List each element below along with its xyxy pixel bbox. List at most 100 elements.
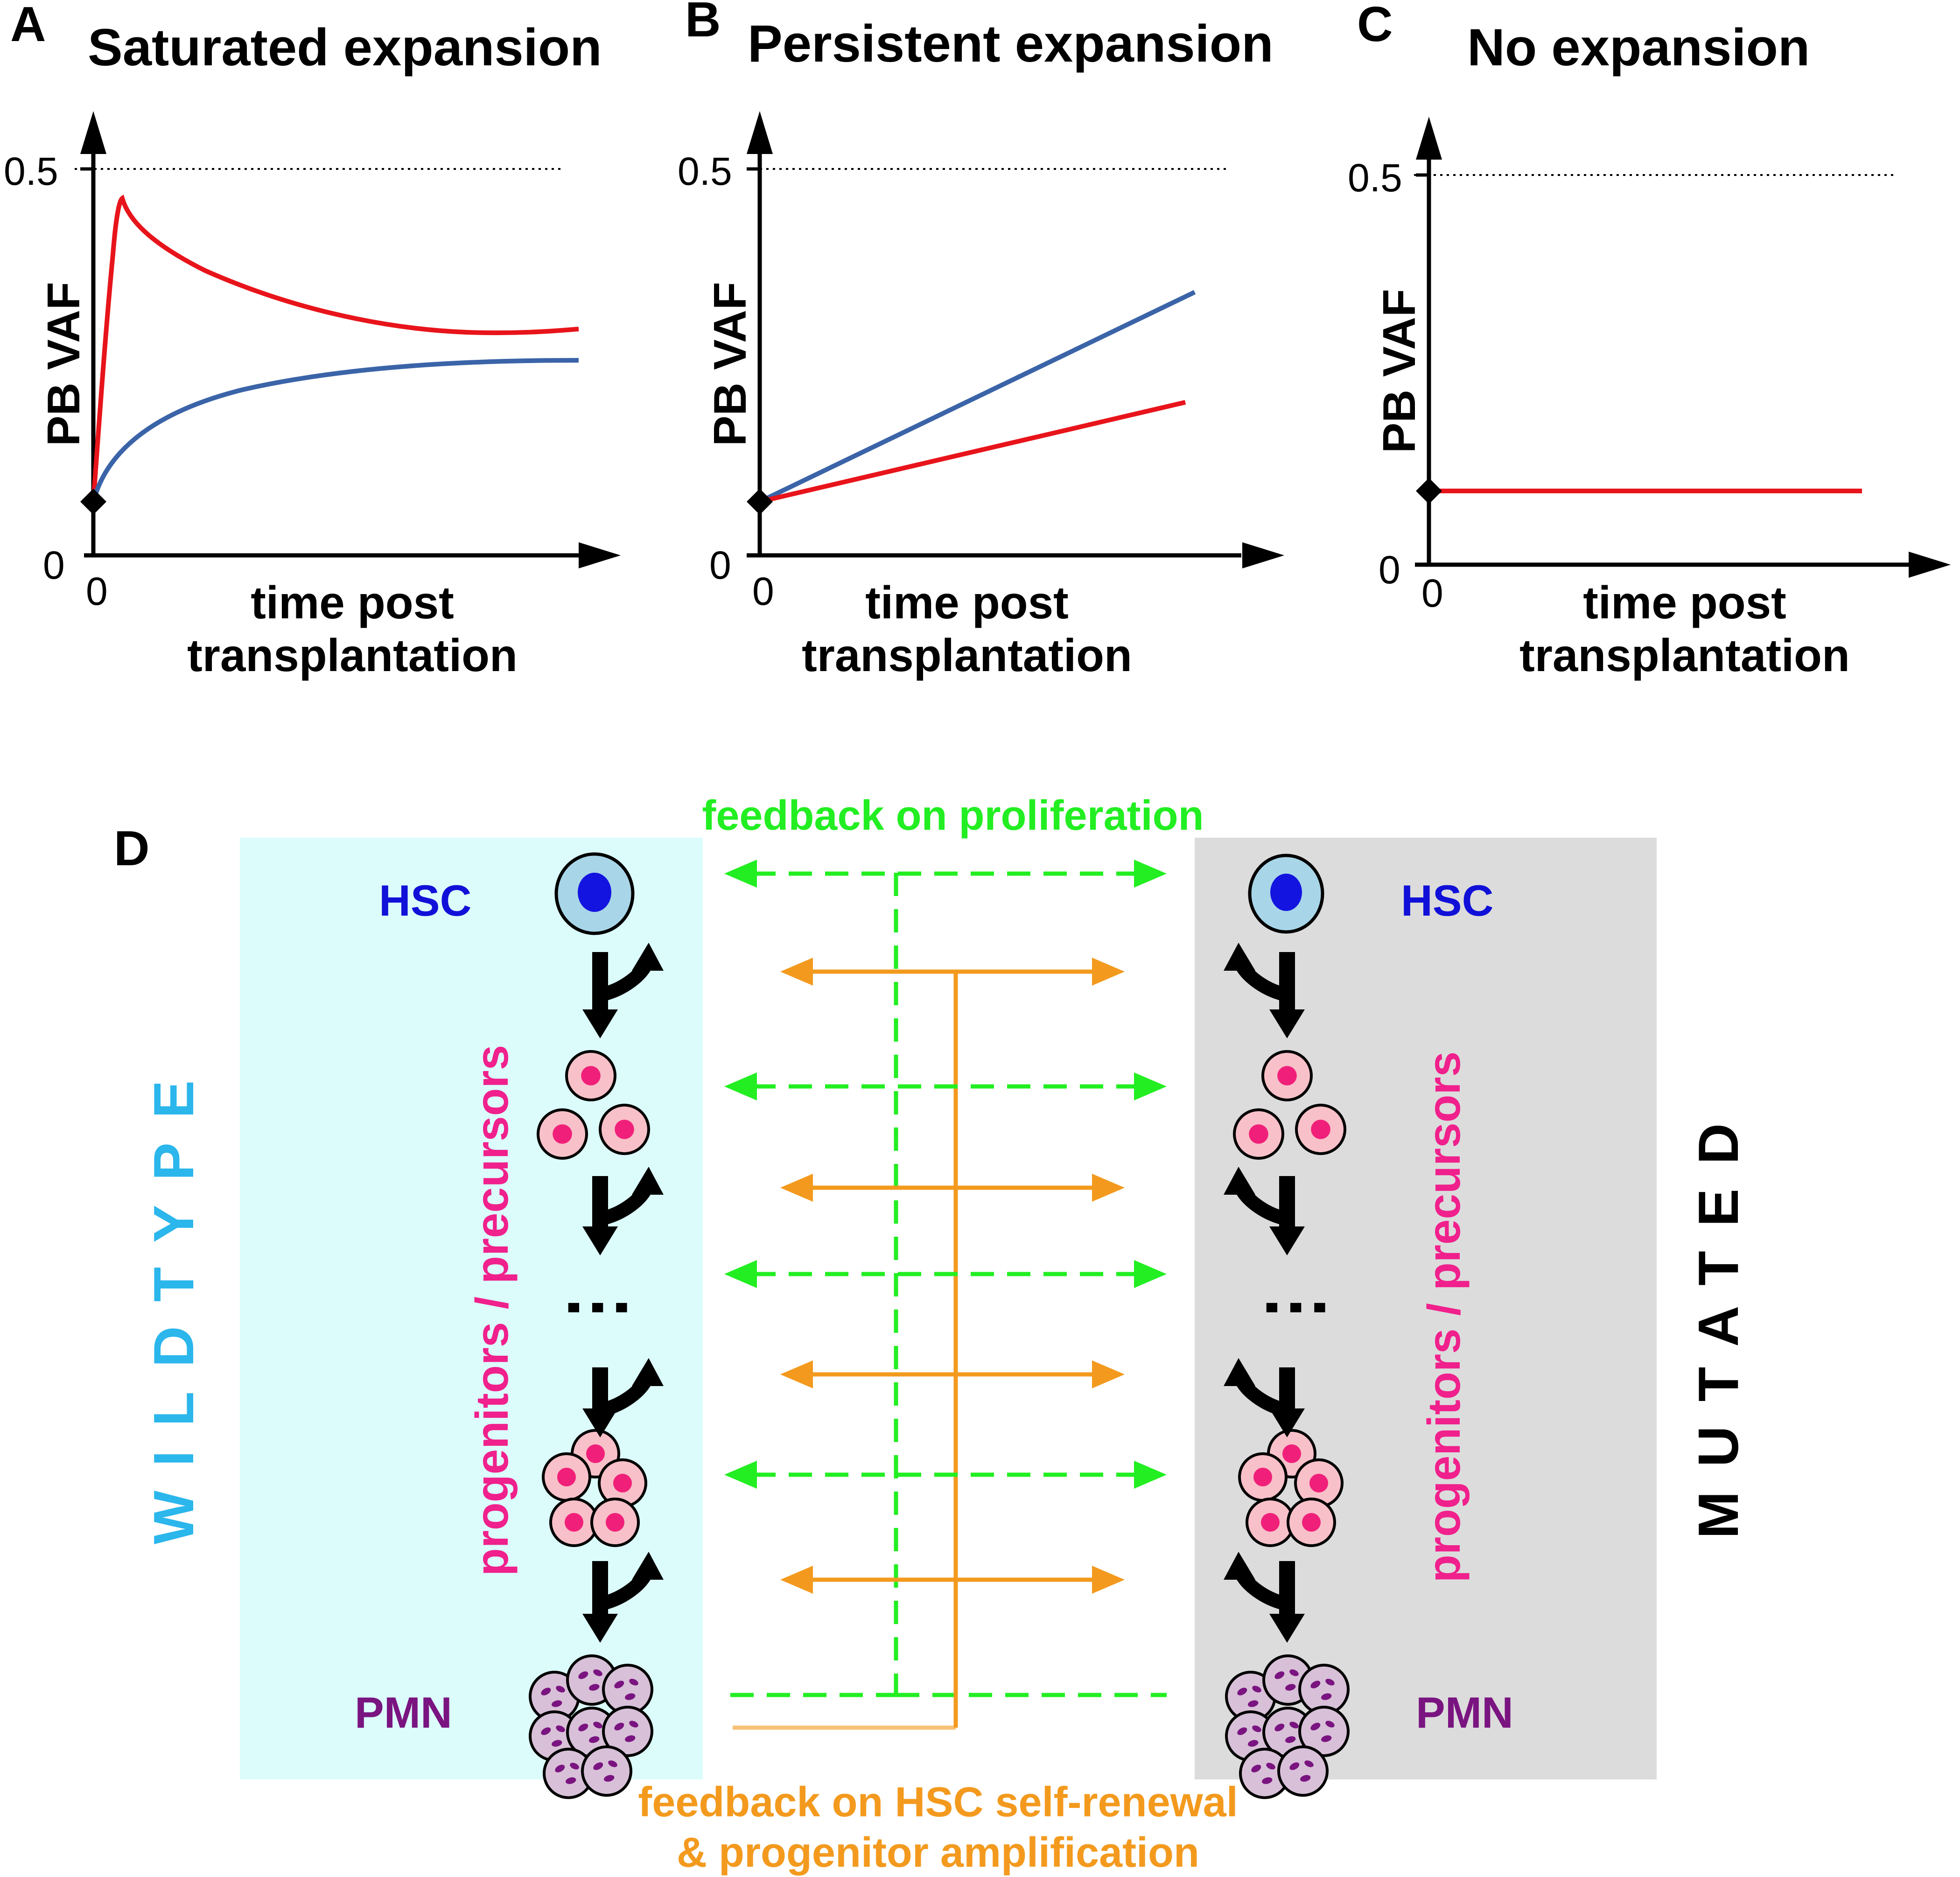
- nucleus-lobe: [1325, 1679, 1335, 1686]
- y-tick-label-zero: 0: [43, 543, 65, 587]
- cell-body: [602, 1706, 653, 1757]
- arrow-head-left: [724, 1461, 757, 1489]
- progenitor-cell: [599, 1104, 650, 1155]
- cell-nucleus: [1249, 1124, 1268, 1144]
- arrow-head-left: [780, 1360, 813, 1388]
- arrow-head-left: [780, 958, 813, 986]
- cell-nucleus: [1277, 1066, 1297, 1086]
- stage-1-cluster: [1233, 1050, 1346, 1160]
- panel-letter-c: C: [1357, 0, 1393, 52]
- cell-nucleus: [581, 1066, 601, 1086]
- proliferation-arrow-4: [724, 1461, 1167, 1489]
- progenitors-label-left: progenitors / precursors: [466, 1045, 518, 1576]
- arrow-head-right: [1092, 1360, 1125, 1388]
- x-tick-label-zero: 0: [86, 569, 108, 613]
- nucleus-lobe: [593, 1722, 602, 1729]
- progenitor-cell: [565, 1050, 616, 1101]
- nucleus-lobe: [1310, 1681, 1321, 1688]
- renewal-arrow-4: [780, 1566, 1125, 1594]
- nucleus-lobe: [1304, 1760, 1314, 1767]
- panel-letter-b: B: [685, 0, 721, 47]
- feedback-renewal-label-line2: & progenitor amplification: [677, 1829, 1199, 1876]
- panel-a: A Saturated expansion 0.5 0 0 PB VAF tim…: [4, 0, 621, 681]
- nucleus-lobe: [1266, 1763, 1275, 1770]
- x-axis-arrowhead: [1242, 542, 1284, 568]
- cell-nucleus: [557, 1468, 576, 1486]
- cell-body: [581, 1745, 632, 1797]
- cell-nucleus: [615, 1120, 634, 1139]
- arrow-head-right: [1092, 1566, 1125, 1594]
- nucleus-lobe: [552, 1700, 562, 1707]
- panel-title-c: No expansion: [1467, 18, 1810, 77]
- nucleus-lobe: [1251, 1765, 1261, 1772]
- arrow-head-left: [780, 1174, 813, 1202]
- y-axis-arrowhead: [747, 111, 773, 154]
- pmn-cell: [1277, 1745, 1329, 1797]
- x-axis-label-line1: time post: [865, 577, 1069, 628]
- series-red-line: [91, 194, 579, 502]
- progenitor-cell: [590, 1498, 640, 1547]
- proliferation-arrow-2: [724, 1072, 1167, 1100]
- cell-nucleus: [586, 1444, 605, 1463]
- pmn-cell: [1298, 1706, 1350, 1757]
- wildtype-stage-arrow-3: [582, 1358, 664, 1437]
- differentiation-head: [582, 1408, 618, 1437]
- arrow-head-left: [780, 1566, 813, 1594]
- nucleus-lobe: [629, 1679, 638, 1686]
- differentiation-head: [582, 1226, 618, 1255]
- differentiation-head: [1269, 1009, 1305, 1038]
- hsc-label-right: HSC: [1401, 876, 1493, 925]
- self-renewal-head: [632, 1358, 664, 1386]
- ellipsis-left: ⋮: [561, 1273, 639, 1343]
- hsc-nucleus: [1270, 874, 1302, 911]
- panel-title-b: Persistent expansion: [748, 14, 1274, 73]
- stage-1-cluster: [537, 1050, 650, 1160]
- arrow-head-right: [1134, 1072, 1167, 1100]
- progenitors-label-right: progenitors / precursors: [1418, 1051, 1470, 1583]
- x-tick-label-zero: 0: [752, 569, 774, 613]
- nucleus-lobe: [1237, 1688, 1247, 1695]
- progenitor-cell: [1233, 1108, 1284, 1160]
- nucleus-lobe: [556, 1686, 565, 1693]
- feedback-proliferation-label: feedback on proliferation: [702, 792, 1204, 839]
- mutated-stage-arrow-2: [1224, 1167, 1305, 1255]
- nucleus-lobe: [541, 1727, 551, 1735]
- progenitor-cell: [1238, 1452, 1288, 1502]
- nucleus-lobe: [1248, 1700, 1259, 1707]
- cell-body: [1277, 1745, 1329, 1797]
- nucleus-lobe: [1300, 1775, 1311, 1782]
- nucleus-lobe: [1285, 1736, 1296, 1743]
- nucleus-lobe: [1325, 1721, 1335, 1728]
- mutated-stage-arrow-3: [1224, 1358, 1305, 1437]
- nucleus-lobe: [1321, 1735, 1332, 1742]
- pmn-cell: [1262, 1707, 1314, 1758]
- self-renewal-head: [1224, 943, 1255, 971]
- nucleus-lobe: [1310, 1723, 1321, 1730]
- nucleus-lobe: [593, 1669, 602, 1676]
- feedback-renewal-label-line1: feedback on HSC self-renewal: [638, 1779, 1238, 1826]
- stage-2-cluster: [1238, 1429, 1344, 1547]
- x-axis-label-line2: transplantation: [1519, 630, 1850, 681]
- nucleus-lobe: [1252, 1686, 1261, 1693]
- hsc-label-left: HSC: [379, 876, 471, 925]
- nucleus-lobe: [1252, 1725, 1261, 1732]
- nucleus-lobe: [1248, 1740, 1259, 1747]
- arrow-head-left: [724, 860, 757, 888]
- wildtype-hierarchy: ⋮: [529, 852, 653, 1799]
- nucleus-lobe: [1285, 1684, 1296, 1691]
- proliferation-arrow-1: [724, 860, 1167, 888]
- nucleus-lobe: [556, 1725, 565, 1732]
- y-tick-label-zero: 0: [709, 543, 731, 587]
- mutated-stage-arrow-4: [1224, 1552, 1305, 1643]
- x-axis-label-line2: transplantation: [187, 630, 518, 681]
- renewal-arrow-2: [780, 1174, 1125, 1202]
- nucleus-lobe: [1274, 1723, 1285, 1731]
- ellipsis-right: ⋮: [1259, 1273, 1337, 1343]
- nucleus-lobe: [614, 1681, 624, 1688]
- self-renewal-head: [1224, 1167, 1255, 1195]
- panel-d: D feedback on proliferation feedback on …: [114, 792, 1750, 1876]
- differentiation-head: [582, 1614, 618, 1643]
- progenitor-cell: [1295, 1104, 1346, 1155]
- wildtype-stage-arrow-4: [582, 1552, 664, 1643]
